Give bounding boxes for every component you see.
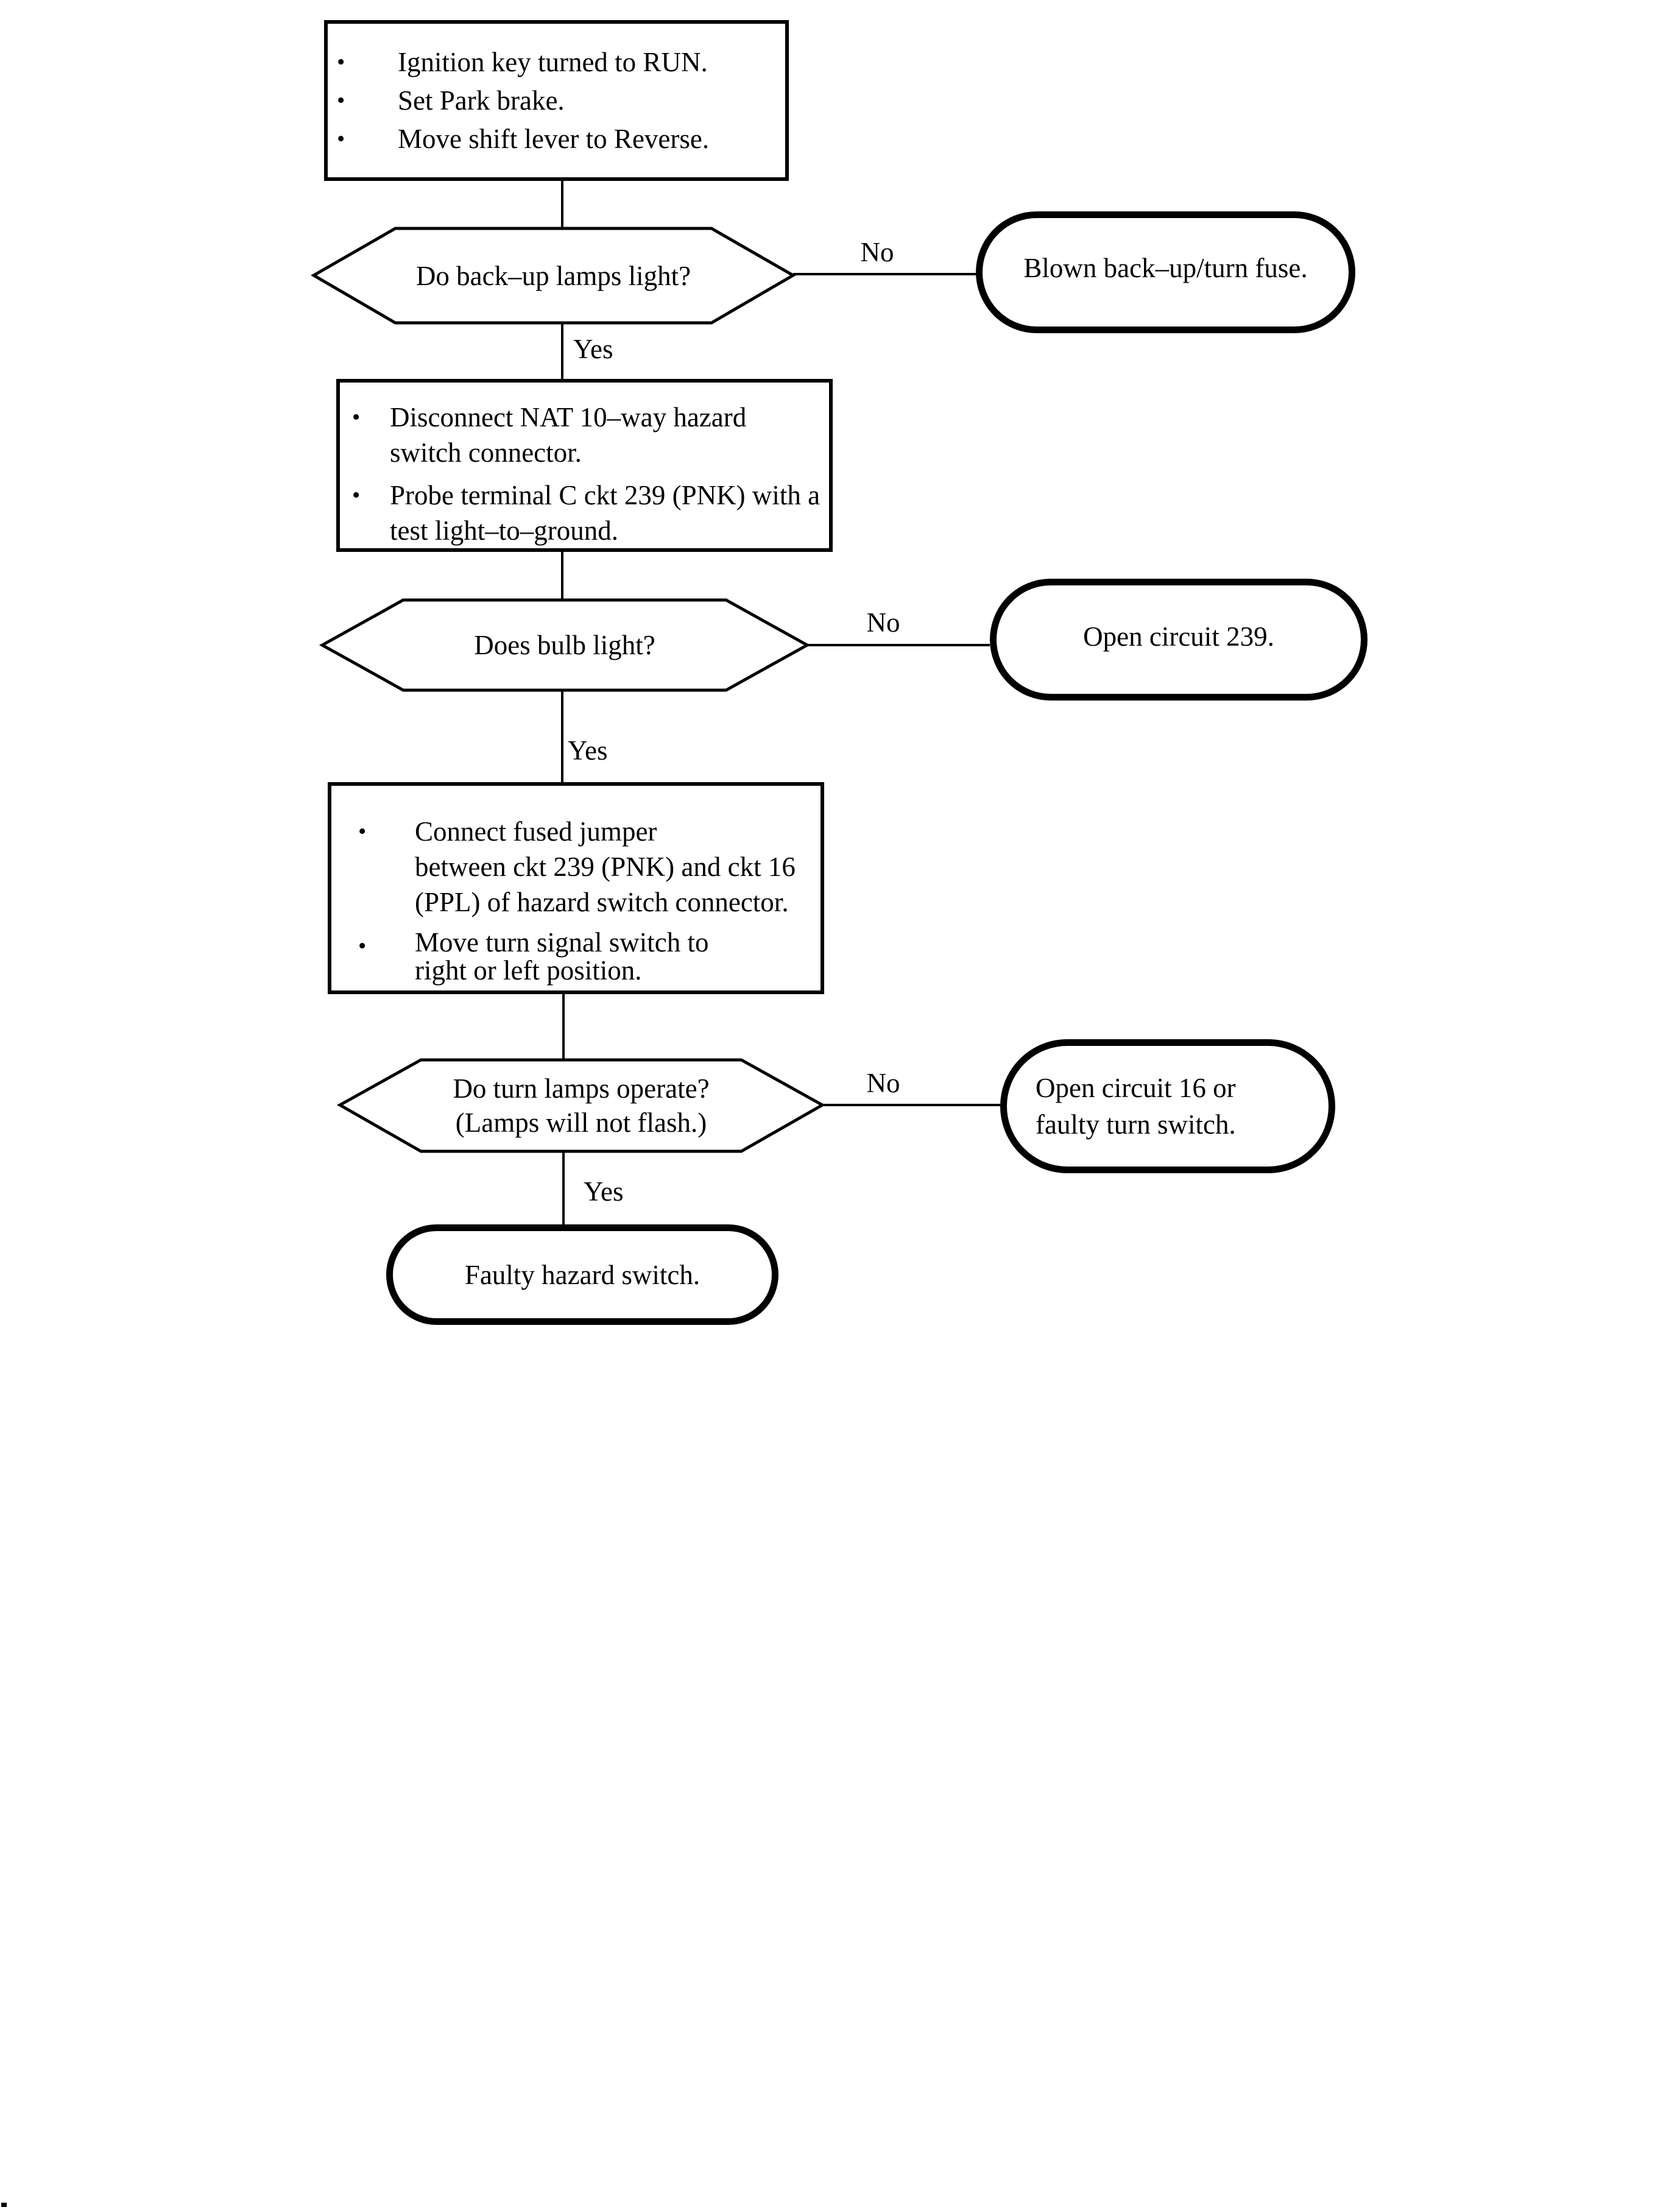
bullet-icon: •: [352, 482, 361, 508]
result-open-circuit-239-text: Open circuit 239.: [1083, 621, 1274, 652]
jumper-procedure-box: • Connect fused jumper between ckt 239 (…: [328, 782, 824, 994]
jumper-step-text: Move turn signal switch to: [415, 927, 709, 958]
connector-line: [561, 551, 563, 600]
test-procedure-box: • Disconnect NAT 10–way hazard switch co…: [336, 379, 833, 552]
decision-turn-lamps-line: (Lamps will not flash.): [455, 1107, 707, 1138]
result-open-circuit-16-line: Open circuit 16 or: [1036, 1073, 1236, 1103]
jumper-bullet-row: • Move turn signal switch to right or le…: [331, 928, 821, 984]
prep-steps-box: • Ignition key turned to RUN. • Set Park…: [324, 20, 789, 181]
scan-artifact-mark: [1, 2203, 7, 2207]
prep-bullet-row: • Ignition key turned to RUN.: [328, 44, 785, 80]
connector-line: [562, 993, 565, 1060]
decision-bulb-light-question: Does bulb light?: [474, 630, 655, 660]
bullet-icon: •: [352, 404, 361, 430]
no-branch-label: No: [866, 607, 900, 638]
test-step-text: switch connector.: [390, 437, 582, 468]
prep-bullet-row: • Move shift lever to Reverse.: [328, 121, 785, 157]
prep-step-text: Set Park brake.: [398, 85, 565, 116]
prep-bullet-row: • Set Park brake.: [328, 83, 785, 118]
bullet-icon: •: [337, 88, 345, 113]
result-blown-fuse-terminal: Blown back–up/turn fuse.: [976, 211, 1355, 333]
result-open-circuit-16-line: faulty turn switch.: [1036, 1109, 1236, 1140]
yes-branch-label: Yes: [573, 334, 613, 364]
no-branch-label: No: [860, 237, 894, 267]
result-faulty-hazard-switch-terminal: Faulty hazard switch.: [386, 1224, 778, 1325]
prep-step-text: Ignition key turned to RUN.: [398, 47, 708, 77]
connector-line: [561, 323, 563, 379]
connector-line: [561, 690, 563, 782]
bullet-icon: •: [337, 126, 345, 152]
connector-line: [822, 1104, 1000, 1106]
decision-turn-lamps-line: Do turn lamps operate?: [453, 1073, 710, 1104]
jumper-step-text: Connect fused jumper: [415, 816, 657, 847]
bullet-icon: •: [358, 933, 367, 959]
connector-line: [807, 644, 990, 646]
yes-branch-label: Yes: [568, 735, 608, 766]
bullet-icon: •: [337, 49, 345, 75]
bullet-icon: •: [358, 819, 367, 844]
test-step-text: Probe terminal C ckt 239 (PNK) with a: [390, 480, 821, 510]
jumper-step-text: right or left position.: [415, 955, 642, 986]
result-open-circuit-16-terminal: Open circuit 16 or faulty turn switch.: [1000, 1039, 1335, 1173]
test-step-text: test light–to–ground.: [390, 515, 618, 546]
result-open-circuit-239-terminal: Open circuit 239.: [990, 579, 1368, 701]
connector-line: [561, 180, 563, 230]
jumper-bullet-row: • Connect fused jumper between ckt 239 (…: [331, 814, 821, 920]
yes-branch-label: Yes: [584, 1176, 624, 1207]
prep-step-text: Move shift lever to Reverse.: [398, 124, 710, 154]
test-step-text: Disconnect NAT 10–way hazard: [390, 402, 747, 432]
no-branch-label: No: [866, 1068, 900, 1098]
result-faulty-hazard-switch-text: Faulty hazard switch.: [464, 1259, 701, 1290]
test-bullet-row: • Probe terminal C ckt 239 (PNK) with a …: [340, 478, 829, 548]
decision-backup-lamps-question: Do back–up lamps light?: [415, 260, 691, 291]
result-blown-fuse-text: Blown back–up/turn fuse.: [1023, 253, 1308, 283]
decision-turn-lamps-question: Do turn lamps operate? (Lamps will not f…: [340, 1060, 822, 1151]
hexagon-shape: [311, 227, 796, 325]
jumper-step-text: between ckt 239 (PNK) and ckt 16: [415, 852, 796, 882]
test-bullet-row: • Disconnect NAT 10–way hazard switch co…: [340, 400, 829, 470]
connector-line: [562, 1151, 565, 1226]
connector-line: [793, 273, 977, 275]
decision-backup-lamps-hexagon: [311, 227, 796, 325]
jumper-step-text: (PPL) of hazard switch connector.: [415, 887, 789, 917]
